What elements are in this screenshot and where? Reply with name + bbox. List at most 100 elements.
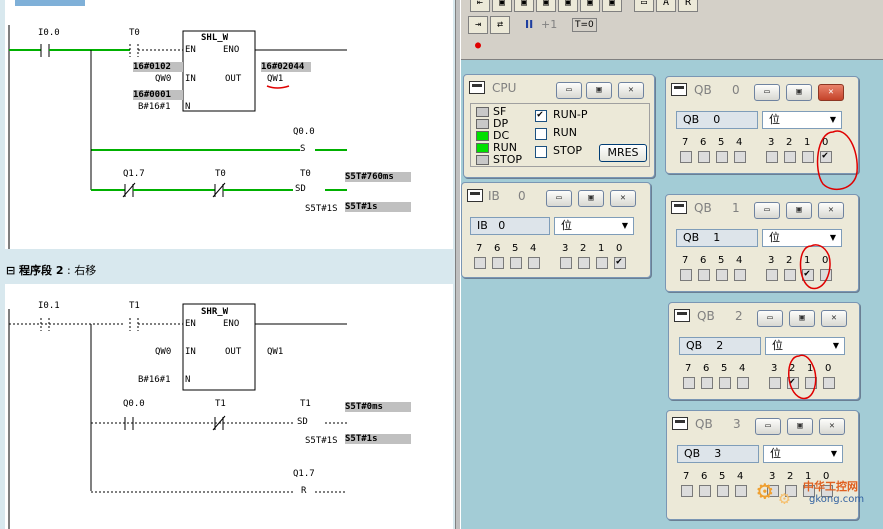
qb2-bit-checkbox-4[interactable] (737, 377, 749, 389)
qb1-bit-checkbox-4[interactable] (734, 269, 746, 281)
maximize-button[interactable]: ▣ (586, 82, 612, 99)
var-icon[interactable]: ▭ (634, 0, 654, 12)
qb2-maximize-button[interactable]: ▣ (789, 310, 815, 327)
close-button[interactable]: ✕ (618, 82, 644, 99)
qb1-bit-checkbox-3[interactable] (766, 269, 778, 281)
qb1-bit-checkbox-5[interactable] (716, 269, 728, 281)
qb2-close-button[interactable]: ✕ (821, 310, 847, 327)
segment-2-title[interactable]: ⊟ 程序段 2 : 右移 (6, 264, 97, 277)
minimize-button[interactable]: ▭ (556, 82, 582, 99)
qb3-close-button[interactable]: ✕ (819, 418, 845, 435)
ib0-bit-checkbox-0[interactable] (614, 256, 626, 269)
qb2-bit-checkbox-0[interactable] (823, 377, 835, 389)
qb1-bit-checkbox-6[interactable] (698, 269, 710, 281)
stop-checkbox[interactable] (535, 146, 547, 158)
qb3-address-field[interactable]: QB 3 (677, 445, 759, 463)
run-checkbox[interactable] (535, 128, 547, 140)
step-right-icon[interactable]: ⇄ (490, 16, 510, 34)
splitter[interactable] (455, 0, 461, 529)
qb1-bit-checkbox-2[interactable] (784, 269, 796, 281)
qb0-close-button[interactable]: ✕ (818, 84, 844, 101)
qb2-bit-checkbox-5[interactable] (719, 377, 731, 389)
qb0-bit-checkbox-4[interactable] (734, 151, 746, 163)
qb2-bit-checkbox-6[interactable] (701, 377, 713, 389)
qb0-maximize-button[interactable]: ▣ (786, 84, 812, 101)
ib0-bit-checkbox-7[interactable] (474, 257, 486, 269)
qb0-bit-checkbox-3[interactable] (766, 151, 778, 163)
mres-button[interactable]: MRES (599, 144, 647, 162)
network-2[interactable]: I0.1 T1 SHR_W EN ENO IN OUT N QW0 B#16#1… (5, 284, 453, 529)
breakpoint-icon[interactable]: ● (474, 40, 482, 51)
ib0-format-select[interactable]: 位▼ (554, 217, 634, 235)
qb3-bit-checkbox-1[interactable] (803, 485, 815, 497)
step-button[interactable]: +1 (541, 18, 558, 31)
pause-button[interactable]: II (525, 18, 534, 31)
qb3-minimize-button[interactable]: ▭ (755, 418, 781, 435)
ib0-bit-checkbox-3[interactable] (560, 257, 572, 269)
qb1-bit-label-1: 1 (804, 255, 811, 266)
ib0-bit-checkbox-6[interactable] (492, 257, 504, 269)
view-icon-5[interactable]: ▣ (580, 0, 600, 12)
view-icon-2[interactable]: ▣ (514, 0, 534, 12)
qb0-bit-checkbox-6[interactable] (698, 151, 710, 163)
qb2-address-field[interactable]: QB 2 (679, 337, 761, 355)
qb3-bit-checkbox-7[interactable] (681, 485, 693, 497)
qb0-format-select[interactable]: 位▼ (762, 111, 842, 129)
qb0-bit-checkbox-2[interactable] (784, 151, 796, 163)
qb2-bit-checkbox-3[interactable] (769, 377, 781, 389)
qb1-close-button[interactable]: ✕ (818, 202, 844, 219)
segment-2-num: 2 (55, 264, 64, 277)
ib0-bit-checkbox-4[interactable] (528, 257, 540, 269)
ib0-bit-checkbox-2[interactable] (578, 257, 590, 269)
cpu-window[interactable]: CPU ▭ ▣ ✕ SF DP DC RUN STOP RUN-P RUN ST… (463, 74, 655, 178)
qb3-bit-checkbox-3[interactable] (767, 485, 779, 497)
qb3-bit-checkbox-5[interactable] (717, 485, 729, 497)
ib0-address-field[interactable]: IB 0 (470, 217, 550, 235)
qb2-minimize-button[interactable]: ▭ (757, 310, 783, 327)
step-left-icon[interactable]: ⇥ (468, 16, 488, 34)
qb1-bit-label-2: 2 (786, 255, 793, 266)
qb0-bit-checkbox-0[interactable] (820, 150, 832, 163)
timer-reset-button[interactable]: T=0 (572, 18, 597, 32)
qb0-minimize-button[interactable]: ▭ (754, 84, 780, 101)
qb0-bit-checkbox-7[interactable] (680, 151, 692, 163)
network-1[interactable]: I0.0 T0 SHL_W EN ENO IN OUT N 16#0102 QW… (5, 0, 453, 249)
qb2-bit-checkbox-1[interactable] (805, 377, 817, 389)
view-icon-4[interactable]: ▣ (558, 0, 578, 12)
qb3-bit-checkbox-6[interactable] (699, 485, 711, 497)
insert-icon[interactable]: ⇤ (470, 0, 490, 12)
qb1-maximize-button[interactable]: ▣ (786, 202, 812, 219)
qb2-format-select[interactable]: 位▼ (765, 337, 845, 355)
qb1-minimize-button[interactable]: ▭ (754, 202, 780, 219)
qb3-bit-checkbox-0[interactable] (821, 485, 833, 497)
qb3-bit-checkbox-4[interactable] (735, 485, 747, 497)
qb0-bit-checkbox-5[interactable] (716, 151, 728, 163)
qb0-bit-checkbox-1[interactable] (802, 151, 814, 163)
ib0-bit-checkbox-5[interactable] (510, 257, 522, 269)
ib0-minimize-button[interactable]: ▭ (546, 190, 572, 207)
qb2-bit-checkbox-7[interactable] (683, 377, 695, 389)
ib0-close-button[interactable]: ✕ (610, 190, 636, 207)
ib0-bit-checkbox-1[interactable] (596, 257, 608, 269)
view-icon-6[interactable]: ▣ (602, 0, 622, 12)
view-icon-1[interactable]: ▣ (492, 0, 512, 12)
qb1-address-field[interactable]: QB 1 (676, 229, 758, 247)
run-p-checkbox[interactable] (535, 109, 547, 122)
a-icon[interactable]: A (656, 0, 676, 12)
r-icon[interactable]: R (678, 0, 698, 12)
qb3-maximize-button[interactable]: ▣ (787, 418, 813, 435)
qb3-bit-checkbox-2[interactable] (785, 485, 797, 497)
ib0-maximize-button[interactable]: ▣ (578, 190, 604, 207)
view-icon-3[interactable]: ▣ (536, 0, 556, 12)
qb1-bit-checkbox-7[interactable] (680, 269, 692, 281)
qb0-address-field[interactable]: QB 0 (676, 111, 758, 129)
led-run-label: RUN (493, 141, 517, 154)
qb3-format-select[interactable]: 位▼ (763, 445, 843, 463)
collapse-icon[interactable]: ⊟ (6, 264, 20, 277)
qb1-format-select[interactable]: 位▼ (762, 229, 842, 247)
